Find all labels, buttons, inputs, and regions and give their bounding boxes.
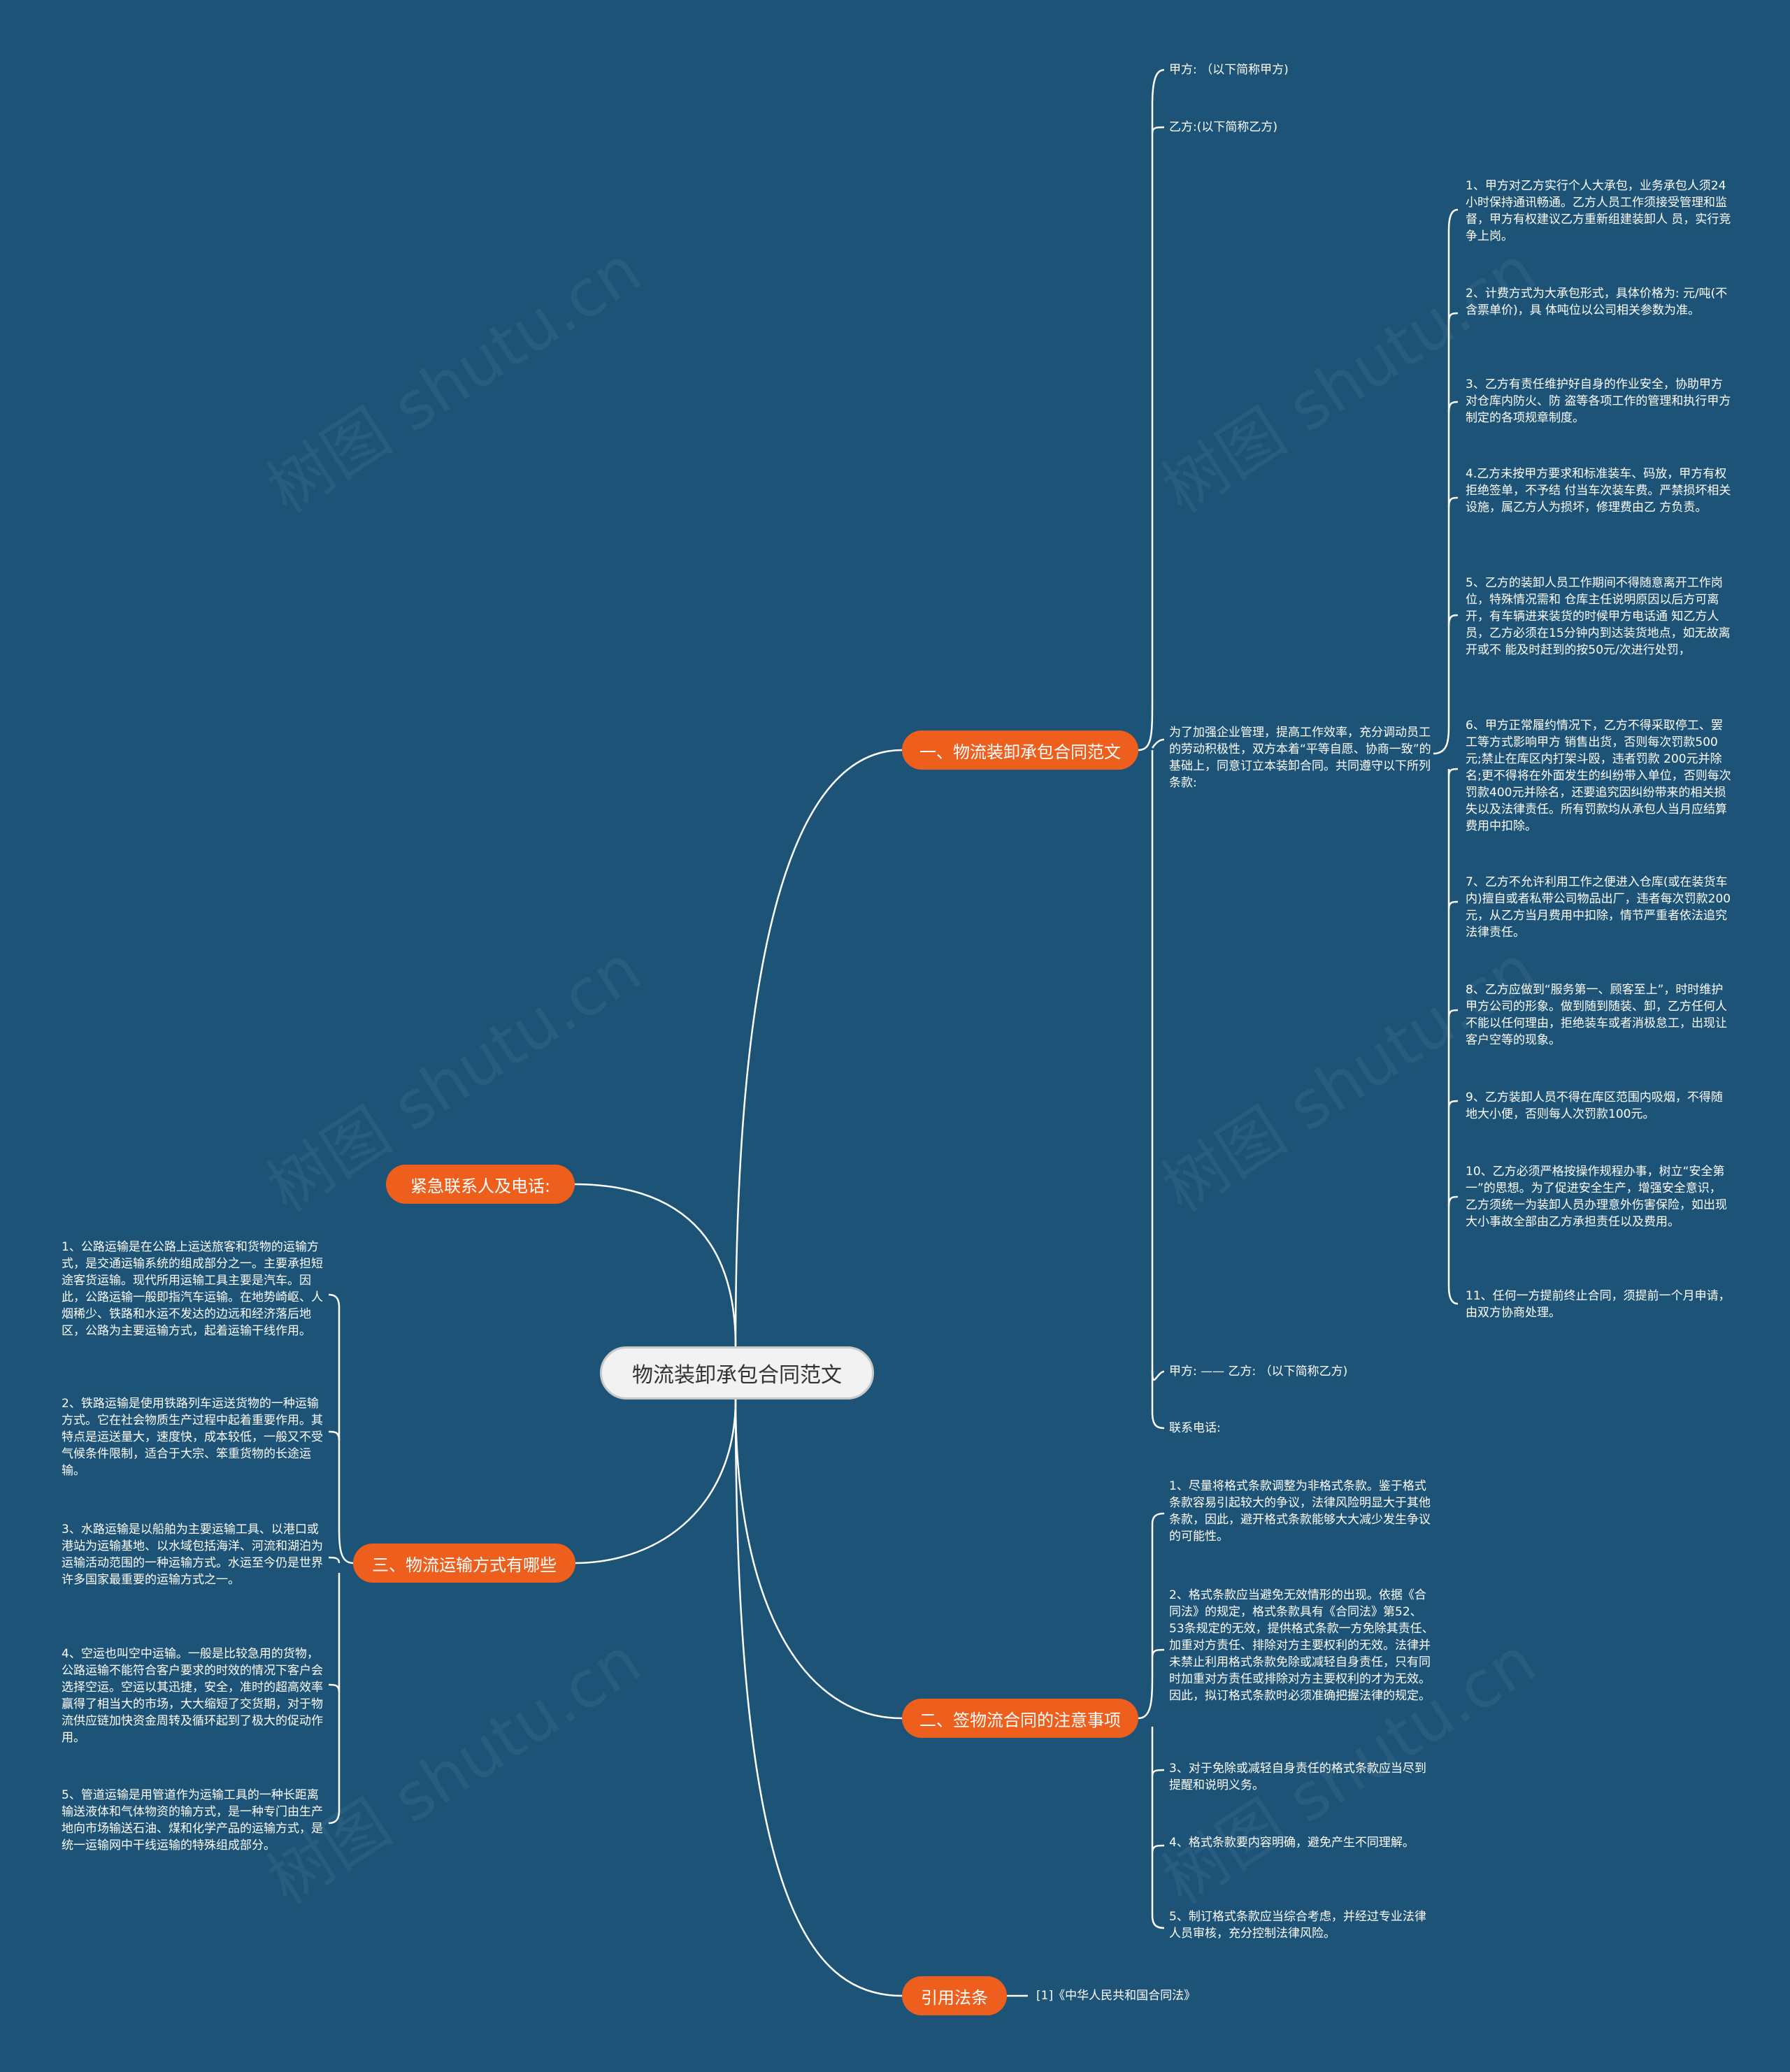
contract-intro-text: 为了加强企业管理，提高工作效率，充分调动员工的劳动积极性，双方本着“平等自愿、协…: [1169, 726, 1431, 790]
note-item: 5、制订格式条款应当综合考虑，并经过专业法律人员审核，充分控制法律风险。: [1169, 1910, 1426, 1941]
transport-item: 4、空运也叫空中运输。一般是比较急用的货物，公路运输不能符合客户要求的时效的情况…: [62, 1647, 323, 1745]
transport-item: 2、铁路运输是使用铁路列车运送货物的一种运输方式。它在社会物质生产过程中起着重要…: [62, 1397, 323, 1478]
link-root-b3: [573, 1399, 737, 1564]
branch-cited-law[interactable]: 引用法条: [902, 1976, 1007, 2015]
link-root-b1: [734, 749, 903, 1347]
law-reference-text: [1]《中华人民共和国合同法》: [1036, 1989, 1196, 2003]
link-clause-8: [1447, 1009, 1459, 1018]
link-b1-trunk: [1138, 69, 1165, 1430]
clause-item: 9、乙方装卸人员不得在库区范围内吸烟，不得随地大小便，否则每人次罚款100元。: [1466, 1091, 1723, 1121]
clause-item: 8、乙方应做到“服务第一、顾客至上”，时时维护甲方公司的形象。做到随到随装、卸，…: [1466, 983, 1727, 1047]
branch-contract-notes[interactable]: 二、签物流合同的注意事项: [902, 1699, 1138, 1738]
note-item: 3、对于免除或减轻自身责任的格式条款应当尽到提醒和说明义务。: [1169, 1762, 1426, 1792]
link-root-b5: [734, 1399, 903, 1997]
clause-item: 2、计费方式为大承包形式，具体价格为: 元/吨(不含票单价)，具 体吨位以公司相…: [1466, 287, 1728, 317]
clause-item: 4.乙方未按甲方要求和标准装车、码放，甲方有权拒绝签单，不予结 付当车次装车费。…: [1466, 467, 1731, 515]
link-b1-c2: [1151, 126, 1165, 134]
note-item: 1、尽量将格式条款调整为非格式条款。鉴于格式条款容易引起较大的争议，法律风险明显…: [1169, 1479, 1431, 1544]
party-a-text: 甲方: （以下简称甲方): [1169, 63, 1289, 77]
branch-transport-modes[interactable]: 三、物流运输方式有哪些: [353, 1544, 575, 1583]
transport-item: 1、公路运输是在公路上运送旅客和货物的运输方式，是交通运输系统的组成部分之一。主…: [62, 1240, 323, 1338]
link-root-b2: [573, 1183, 737, 1347]
clause-item: 1、甲方对乙方实行个人大承包，业务承包人须24小时保持通讯畅通。乙方人员工作须接…: [1466, 179, 1731, 243]
link-b1-c3: [1151, 738, 1165, 749]
transport-item: 5、管道运输是用管道作为运输工具的一种长距离输送液体和气体物资的输方式，是一种专…: [62, 1788, 323, 1852]
link-clause-10: [1447, 1195, 1459, 1207]
link-transport-2: [328, 1430, 341, 1441]
contact-phone-text: 联系电话:: [1169, 1421, 1221, 1435]
link-transport-4: [328, 1683, 341, 1692]
link-b4-trunk: [1138, 1512, 1165, 1929]
clause-item: 6、甲方正常履约情况下，乙方不得采取停工、罢工等方式影响甲方 销售出货，否则每次…: [1466, 719, 1731, 833]
branch-emergency-contact[interactable]: 紧急联系人及电话:: [386, 1165, 575, 1204]
clause-item: 7、乙方不允许利用工作之便进入仓库(或在装货车内)擅自或者私带公司物品出厂，违者…: [1466, 875, 1731, 940]
signature-line-text: 甲方: —— 乙方: （以下简称乙方): [1169, 1365, 1348, 1379]
link-root-b4: [734, 1399, 903, 1720]
link-transport-3: [328, 1556, 341, 1564]
link-clause-5: [1447, 614, 1459, 626]
note-item: 2、格式条款应当避免无效情形的出现。依据《合同法》的规定，格式条款具有《合同法》…: [1169, 1588, 1434, 1703]
note-item: 4、格式条款要内容明确，避免产生不同理解。: [1169, 1836, 1415, 1850]
clause-item: 10、乙方必须严格按操作规程办事，树立“安全第一”的思想。为了促进安全生产，增强…: [1466, 1165, 1727, 1229]
transport-item: 3、水路运输是以船舶为主要运输工具、以港口或港站为运输基地、以水域包括海洋、河流…: [62, 1523, 323, 1587]
link-b3-trunk: [328, 1293, 354, 1825]
clause-item: 3、乙方有责任维护好自身的作业安全，协助甲方对仓库内防火、防 盗等各项工作的管理…: [1466, 377, 1731, 425]
link-note-2: [1151, 1648, 1165, 1657]
link-note-3: [1151, 1769, 1165, 1776]
clause-item: 5、乙方的装卸人员工作期间不得随意离开工作岗位，特殊情况需和 仓库主任说明原因以…: [1466, 576, 1731, 657]
link-clause-4: [1447, 496, 1459, 508]
link-note-4: [1151, 1844, 1165, 1853]
link-b1-c4: [1151, 1369, 1165, 1381]
link-clause-7: [1447, 900, 1459, 909]
clause-item: 11、任何一方提前终止合同，须提前一个月申请，由双方协商处理。: [1466, 1289, 1731, 1320]
link-clauses-bracket: [1433, 208, 1459, 1305]
link-clause-6: [1447, 768, 1459, 777]
link-clause-2: [1447, 312, 1459, 322]
root-node[interactable]: 物流装卸承包合同范文: [600, 1346, 874, 1400]
branch-contract-template[interactable]: 一、物流装卸承包合同范文: [902, 731, 1138, 770]
link-clause-9: [1447, 1100, 1459, 1109]
party-b-text: 乙方:(以下简称乙方): [1169, 120, 1277, 134]
link-clause-3: [1447, 401, 1459, 413]
